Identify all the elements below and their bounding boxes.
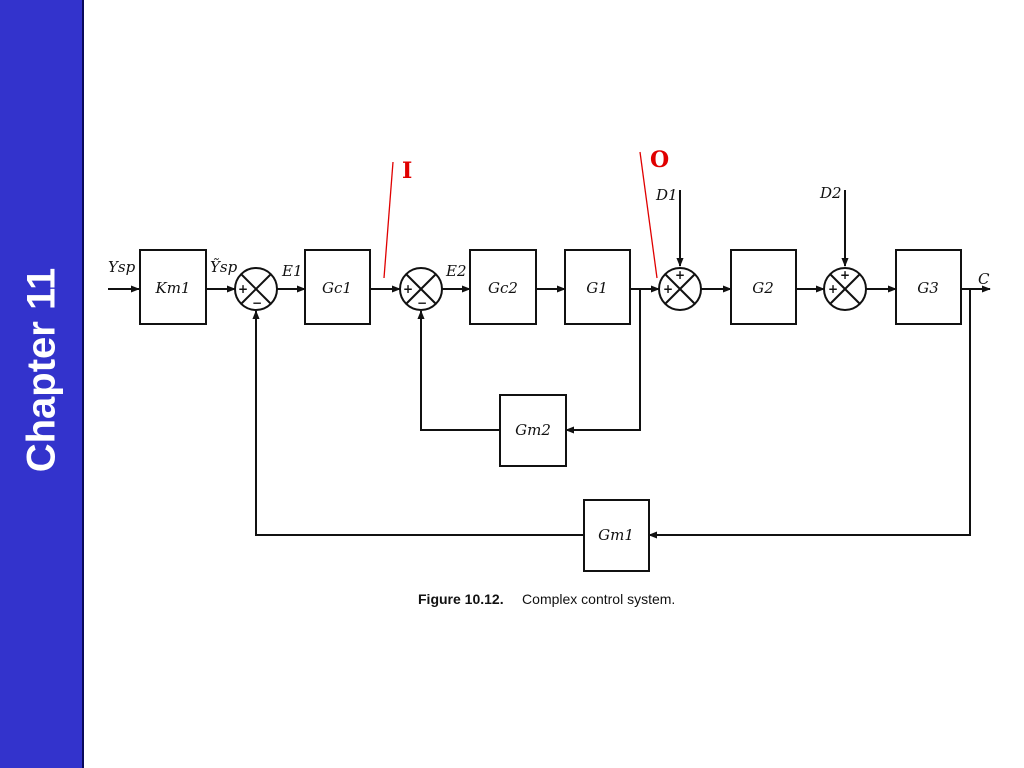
block-gc2: Gc2 [469, 249, 537, 325]
wire-outer-feedback-out [648, 289, 971, 539]
wire-outer-feedback-in [252, 310, 584, 536]
sign-plus: + [663, 282, 673, 296]
sign-plus: + [828, 282, 838, 296]
annotation-i: I [402, 158, 412, 184]
block-gm1-label: Gm1 [598, 526, 634, 544]
summing-junction-4: + + [823, 267, 867, 311]
block-gm1: Gm1 [583, 499, 650, 572]
block-g1-label: G1 [586, 279, 608, 297]
caption-number: Figure 10.12. [418, 591, 504, 607]
sign-minus: − [252, 296, 262, 310]
signal-c-label: C [978, 270, 990, 288]
block-g1: G1 [564, 249, 631, 325]
signal-ysp-tilde-label: Ỹsp [210, 258, 238, 276]
outer-loop-annotation: O [639, 147, 669, 279]
summing-junction-2: + − [399, 267, 443, 311]
block-gm2-label: Gm2 [515, 421, 551, 439]
block-gm2: Gm2 [499, 394, 567, 467]
wire-inner-feedback-out [565, 289, 641, 434]
summing-junction-1: + − [234, 267, 278, 311]
block-km1-label: Km1 [155, 279, 191, 297]
block-km1: Km1 [139, 249, 207, 325]
block-g2-label: G2 [752, 279, 774, 297]
sign-minus: − [417, 296, 427, 310]
sign-plus: + [840, 268, 850, 282]
wire-inner-feedback-in [417, 310, 500, 431]
forward-wires [108, 190, 991, 293]
signal-d1-label: D1 [655, 186, 678, 204]
annotation-o: O [650, 147, 669, 173]
figure-caption: Figure 10.12. Complex control system. [418, 591, 675, 608]
feedback-wires [252, 289, 971, 539]
signal-d2-label: D2 [819, 184, 842, 202]
block-gc1-label: Gc1 [322, 279, 352, 297]
signal-ysp-label: Ysp [108, 258, 136, 276]
block-gc1: Gc1 [304, 249, 371, 325]
sign-plus: + [238, 282, 248, 296]
summing-junction-3: + + [658, 267, 702, 311]
block-gc2-label: Gc2 [488, 279, 518, 297]
caption-text: Complex control system. [522, 591, 675, 607]
block-g3: G3 [895, 249, 962, 325]
block-g2: G2 [730, 249, 797, 325]
sign-plus: + [675, 268, 685, 282]
chapter-sidebar: Chapter 11 [0, 0, 84, 768]
block-g3-label: G3 [917, 279, 939, 297]
sign-plus: + [403, 282, 413, 296]
inner-loop-annotation: I [383, 158, 412, 279]
signal-e1-label: E1 [281, 262, 303, 280]
signal-e2-label: E2 [445, 262, 467, 280]
